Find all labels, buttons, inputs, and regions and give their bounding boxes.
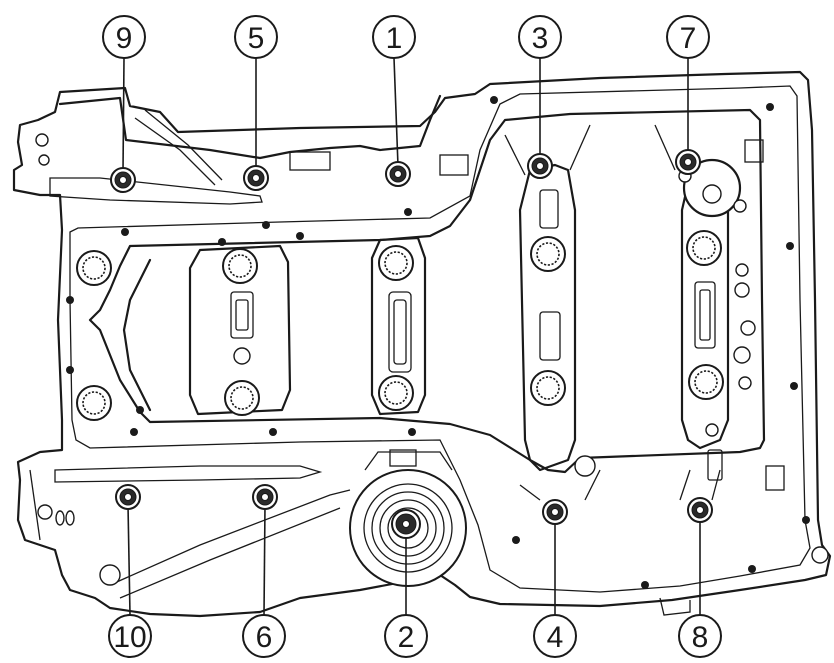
callout-label: 7 — [680, 22, 697, 55]
spline-bolt — [224, 380, 260, 416]
spline-bolt — [530, 370, 566, 406]
bolt-center — [124, 493, 132, 501]
spline-bolt — [378, 375, 414, 411]
callout-label: 5 — [248, 22, 265, 55]
callout-label: 3 — [532, 22, 549, 55]
spline-bolt — [76, 250, 112, 286]
callout-circle — [666, 15, 710, 59]
leader-line — [122, 57, 125, 173]
callout-circle — [678, 614, 722, 658]
spline-bolt — [378, 245, 414, 281]
bolt-center — [119, 176, 127, 184]
callout-circle — [372, 15, 416, 59]
bolt-center — [394, 170, 402, 178]
spline-bolt — [686, 230, 722, 266]
spline-bolts — [76, 230, 724, 421]
flange-dots — [66, 96, 810, 589]
bolt-center — [536, 162, 544, 170]
callout-10: 10 — [108, 484, 152, 658]
leader-line — [127, 504, 131, 616]
callout-circle — [108, 614, 152, 658]
bolt-center — [261, 493, 269, 501]
callout-label: 1 — [386, 22, 403, 55]
callout-label: 10 — [113, 621, 146, 654]
callout-7: 7 — [666, 15, 710, 175]
callout-1: 1 — [372, 15, 416, 187]
callout-layer: 1 2 3 4 5 6 7 8 9 10 — [102, 15, 722, 658]
leader-line — [263, 504, 266, 616]
bolt-center — [551, 508, 559, 516]
spline-bolt — [222, 248, 258, 284]
callout-circle — [242, 614, 286, 658]
callout-label: 2 — [398, 621, 415, 654]
spline-bolt — [76, 385, 112, 421]
callout-9: 9 — [102, 15, 146, 193]
callout-label: 9 — [116, 22, 133, 55]
callout-label: 4 — [547, 621, 564, 654]
callout-circle — [518, 15, 562, 59]
bolt-center — [252, 174, 260, 182]
leader-line — [393, 57, 399, 167]
callout-circle — [384, 614, 428, 658]
callout-2: 2 — [384, 509, 428, 658]
housing-outline — [12, 70, 832, 618]
bolt-center — [402, 520, 410, 528]
callout-circle — [102, 15, 146, 59]
callout-8: 8 — [678, 497, 722, 658]
callout-4: 4 — [533, 499, 577, 658]
callout-circle — [234, 15, 278, 59]
spline-bolt — [530, 236, 566, 272]
callout-label: 8 — [692, 621, 709, 654]
callout-3: 3 — [518, 15, 562, 179]
callout-5: 5 — [234, 15, 278, 191]
callout-circle — [533, 614, 577, 658]
callout-6: 6 — [242, 484, 286, 658]
bolt-center — [684, 158, 692, 166]
spline-bolt — [688, 364, 724, 400]
callout-label: 6 — [256, 621, 273, 654]
bolt-center — [696, 506, 704, 514]
